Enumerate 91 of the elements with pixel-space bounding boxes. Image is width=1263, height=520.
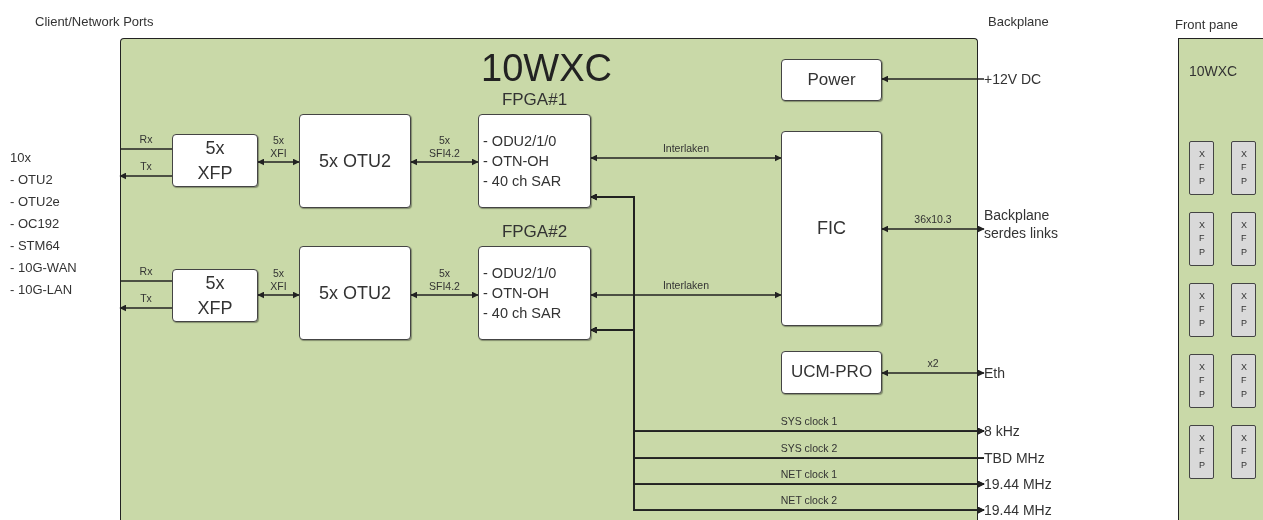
component-block xyxy=(781,131,882,326)
slot-label: X F P xyxy=(1199,219,1204,259)
signal-type: 10x xyxy=(10,150,31,165)
slot-label: X F P xyxy=(1241,148,1246,188)
edge-label: Interlaken xyxy=(662,279,710,292)
block-label: 5x OTU2 xyxy=(319,281,391,305)
component-block xyxy=(299,246,411,340)
edge-label: Tx xyxy=(140,160,152,173)
arrow xyxy=(881,75,985,83)
arrow xyxy=(590,154,782,162)
edge-label: 5x SFI4.2 xyxy=(429,266,460,292)
board-outline xyxy=(120,38,978,520)
port-label: 19.44 MHz xyxy=(984,501,1052,520)
function-item: - ODU2/1/0 xyxy=(483,263,557,283)
xfp-slot xyxy=(1231,354,1256,408)
signal-type: - OC192 xyxy=(10,216,60,231)
block-label: Power xyxy=(807,68,856,91)
slot-label: X F P xyxy=(1241,432,1246,472)
port-label: 8 kHz xyxy=(984,422,1020,441)
component-block xyxy=(172,269,258,322)
panel-heading: Front pane xyxy=(1175,17,1238,32)
arrow xyxy=(410,291,479,299)
function-item: - 40 ch SAR xyxy=(483,304,562,324)
port-label: TBD MHz xyxy=(984,449,1045,468)
signal-type: - 10G-LAN xyxy=(10,282,73,297)
block-label: FIC xyxy=(817,217,846,241)
signal-type: - OTU2 xyxy=(10,172,53,187)
edge-label: Tx xyxy=(140,292,152,305)
edge-label: Interlaken xyxy=(662,142,710,155)
signal-type: - 10G-WAN xyxy=(10,260,77,275)
arrow xyxy=(119,172,173,180)
edge-label: 36x10.3 xyxy=(914,213,952,226)
slot-label: X F P xyxy=(1199,290,1204,330)
edge-label: 5x XFI xyxy=(270,266,287,292)
block-label: 5x OTU2 xyxy=(319,149,391,173)
component-block xyxy=(172,134,258,187)
function-item: - OTN-OH xyxy=(483,283,550,303)
function-item: - 40 ch SAR xyxy=(483,172,562,192)
port-label: Backplane serdes links xyxy=(984,206,1076,243)
component-block xyxy=(781,351,882,394)
arrow xyxy=(881,225,985,233)
edge-label: x2 xyxy=(927,357,939,370)
edge-label: NET clock 1 xyxy=(780,468,838,482)
arrow xyxy=(119,304,173,312)
board-title: 10WXC xyxy=(481,47,612,90)
panel-name: 10WXC xyxy=(1189,63,1238,79)
edge-label: Rx xyxy=(139,265,153,278)
arrow xyxy=(590,291,782,299)
section-heading: Client/Network Ports xyxy=(35,14,154,29)
xfp-slot xyxy=(1231,283,1256,337)
component-block xyxy=(299,114,411,208)
arrow xyxy=(257,291,300,299)
edge-label: NET clock 2 xyxy=(780,494,838,508)
xfp-slot xyxy=(1189,425,1214,479)
block-heading: FPGA#2 xyxy=(500,222,569,242)
arrow xyxy=(881,369,985,377)
edge-label: Rx xyxy=(139,133,153,146)
xfp-slot xyxy=(1189,354,1214,408)
edge-label: SYS clock 2 xyxy=(780,442,838,456)
xfp-slot xyxy=(1231,212,1256,266)
slot-label: X F P xyxy=(1241,361,1246,401)
signal-type: - OTU2e xyxy=(10,194,60,209)
slot-label: X F P xyxy=(1199,361,1204,401)
edge-label: 5x XFI xyxy=(270,133,287,159)
signal-type: - STM64 xyxy=(10,238,60,253)
edge-label: SYS clock 1 xyxy=(780,415,838,429)
connector-line xyxy=(119,148,173,150)
slot-label: X F P xyxy=(1199,148,1204,188)
block-label: 5x XFP xyxy=(197,272,233,320)
xfp-slot xyxy=(1231,425,1256,479)
arrow xyxy=(257,158,300,166)
component-block xyxy=(781,59,882,101)
slot-label: X F P xyxy=(1241,219,1246,259)
xfp-slot xyxy=(1189,141,1214,195)
section-heading: Backplane xyxy=(988,14,1049,29)
slot-label: X F P xyxy=(1241,290,1246,330)
xfp-slot xyxy=(1189,212,1214,266)
block-label: UCM-PRO xyxy=(790,361,873,384)
edge-label: 5x SFI4.2 xyxy=(429,133,460,159)
block-label: 5x XFP xyxy=(197,137,233,185)
function-item: - OTN-OH xyxy=(483,151,550,171)
port-label: Eth xyxy=(984,364,1005,383)
xfp-slot xyxy=(1189,283,1214,337)
block-heading: FPGA#1 xyxy=(500,90,569,110)
connector-line xyxy=(119,280,173,282)
xfp-slot xyxy=(1231,141,1256,195)
port-label: +12V DC xyxy=(984,70,1042,89)
port-label: 19.44 MHz xyxy=(984,475,1052,494)
arrow xyxy=(410,158,479,166)
function-item: - ODU2/1/0 xyxy=(483,131,557,151)
slot-label: X F P xyxy=(1199,432,1204,472)
